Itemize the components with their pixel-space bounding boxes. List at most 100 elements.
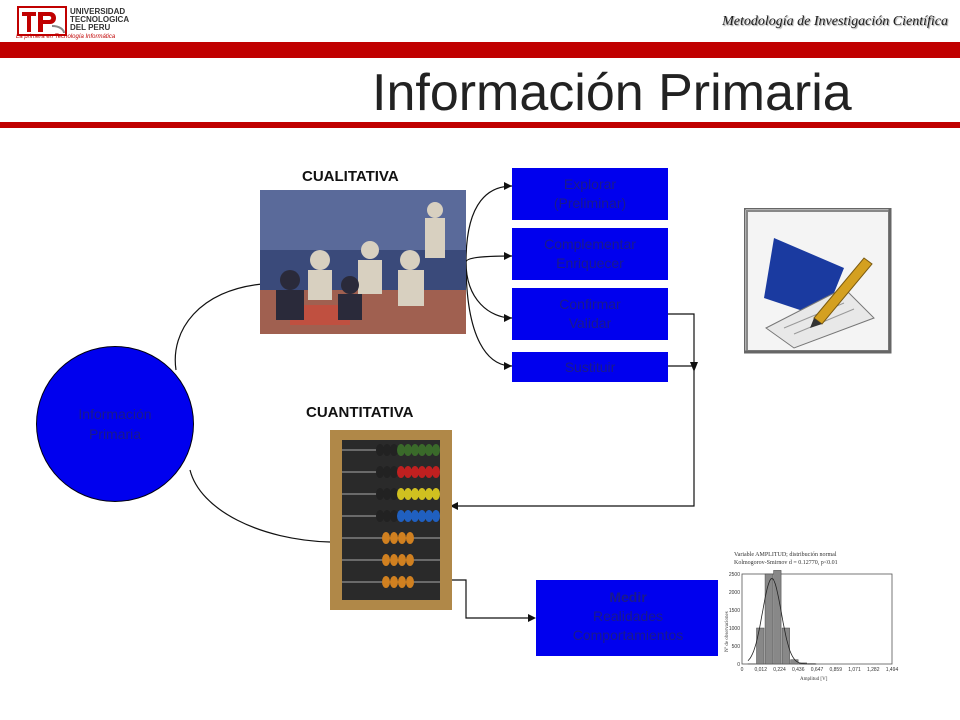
medir-connector [452, 579, 534, 619]
abacus-bead [404, 466, 412, 478]
abacus-bead [382, 532, 390, 544]
box-explorar: Explorar (Preliminar) [512, 168, 668, 220]
histogram-ytick: 2000 [729, 590, 740, 596]
abacus-bead [425, 466, 433, 478]
abacus-bead [411, 444, 419, 456]
abacus-bead [425, 510, 433, 522]
abacus-bead [411, 466, 419, 478]
histogram-ytick: 1000 [729, 626, 740, 632]
utp-logo-icon [17, 6, 67, 36]
document-pen-icon [744, 208, 892, 354]
abacus-bead [418, 466, 426, 478]
connector-quantitative [189, 469, 331, 543]
qualitative-label: CUALITATIVA [302, 168, 399, 185]
abacus-bead [383, 444, 391, 456]
abacus-bead [404, 510, 412, 522]
abacus-bead [390, 444, 398, 456]
abacus-bead [376, 488, 384, 500]
abacus-bead [418, 488, 426, 500]
histogram-xtick: 0 [741, 667, 744, 673]
logo-line3: DEL PERU [70, 23, 111, 32]
histogram-bar [756, 627, 765, 665]
histogram-xtick: 0,647 [811, 667, 824, 673]
header-divider [0, 42, 960, 58]
abacus-bead [376, 444, 384, 456]
histogram-figure: Variable AMPLITUD; distribución normal K… [718, 546, 900, 684]
abacus-bead [432, 510, 440, 522]
abacus-bead [404, 488, 412, 500]
abacus-bead [411, 488, 419, 500]
histogram-xtick: 0,436 [792, 667, 805, 673]
abacus-bead [397, 510, 405, 522]
histogram-bar [781, 627, 790, 665]
center-node: Información Primaria [36, 346, 194, 502]
abacus-bead [398, 532, 406, 544]
branch-confirmar [465, 261, 513, 319]
abacus-bead [390, 488, 398, 500]
medir-title: Medir [609, 589, 647, 605]
histogram-xtick: 0,224 [773, 667, 786, 673]
abacus-bead [404, 444, 412, 456]
abacus-bead [425, 444, 433, 456]
abacus-icon [330, 430, 452, 610]
logo: UNIVERSIDAD TECNOLOGICA DEL PERU La prim… [16, 4, 156, 40]
abacus-bead [432, 466, 440, 478]
histogram-ytick: 1500 [729, 608, 740, 614]
abacus-bead [383, 466, 391, 478]
abacus-bead [382, 554, 390, 566]
branch-sustituir [465, 261, 513, 367]
histogram-caption1: Variable AMPLITUD; distribución normal [734, 552, 837, 558]
abacus-bead [397, 466, 405, 478]
box-complementar: Complementar Enriquecer [512, 228, 668, 280]
logo-tagline: La primera en Tecnología Informática [16, 34, 116, 40]
histogram-xtick: 1,282 [867, 667, 880, 673]
abacus-bead [411, 510, 419, 522]
abacus-bead [425, 488, 433, 500]
histogram-xtick: 1,494 [886, 667, 899, 673]
logo-line1: UNIVERSIDAD [70, 7, 126, 16]
abacus-bead [383, 510, 391, 522]
abacus-bead [376, 510, 384, 522]
abacus-bead [390, 532, 398, 544]
abacus-bead [397, 488, 405, 500]
course-subtitle: Metodología de Investigación Científica [722, 14, 948, 29]
page-title: Información Primaria [372, 64, 852, 122]
abacus-bead [382, 576, 390, 588]
medir-line1: Realidades [592, 608, 664, 624]
abacus-bead [418, 510, 426, 522]
normal-curve [747, 578, 817, 665]
feedback-line [452, 313, 695, 507]
title-divider [0, 122, 960, 128]
abacus-bead [432, 488, 440, 500]
abacus-bead [406, 554, 414, 566]
histogram-xtick: 0,012 [754, 667, 767, 673]
abacus-bead [398, 576, 406, 588]
abacus-bead [390, 510, 398, 522]
abacus-bead [390, 576, 398, 588]
abacus-bead [418, 444, 426, 456]
histogram-caption2: Kolmogorov-Smirnov d = 0.12770, p<0.01 [734, 560, 838, 566]
histogram-xlabel: Amplitud [V] [800, 677, 828, 682]
abacus-bead [432, 444, 440, 456]
abacus-bead [383, 488, 391, 500]
medir-line2: Comportamientos [572, 627, 684, 643]
abacus-bead [398, 554, 406, 566]
histogram-xtick: 0,859 [829, 667, 842, 673]
abacus-bead [376, 466, 384, 478]
histogram-bar [773, 570, 782, 665]
histogram-ytick: 500 [732, 644, 741, 650]
box-medir: Medir Realidades Comportamientos [536, 580, 720, 656]
group-meeting-photo [260, 190, 466, 334]
abacus-bead [390, 554, 398, 566]
histogram-ytick: 2500 [729, 572, 740, 578]
connector-qualitative [174, 283, 263, 371]
histogram-xtick: 1,071 [848, 667, 861, 673]
histogram-ytick: 0 [737, 662, 740, 668]
quantitative-label: CUANTITATIVA [306, 404, 414, 421]
logo-line2: TECNOLOGICA [70, 15, 130, 24]
box-sustituir: Sustituir [512, 352, 668, 382]
histogram-ylabel: Nº de observaciones [724, 611, 730, 652]
abacus-bead [406, 576, 414, 588]
abacus-bead [390, 466, 398, 478]
